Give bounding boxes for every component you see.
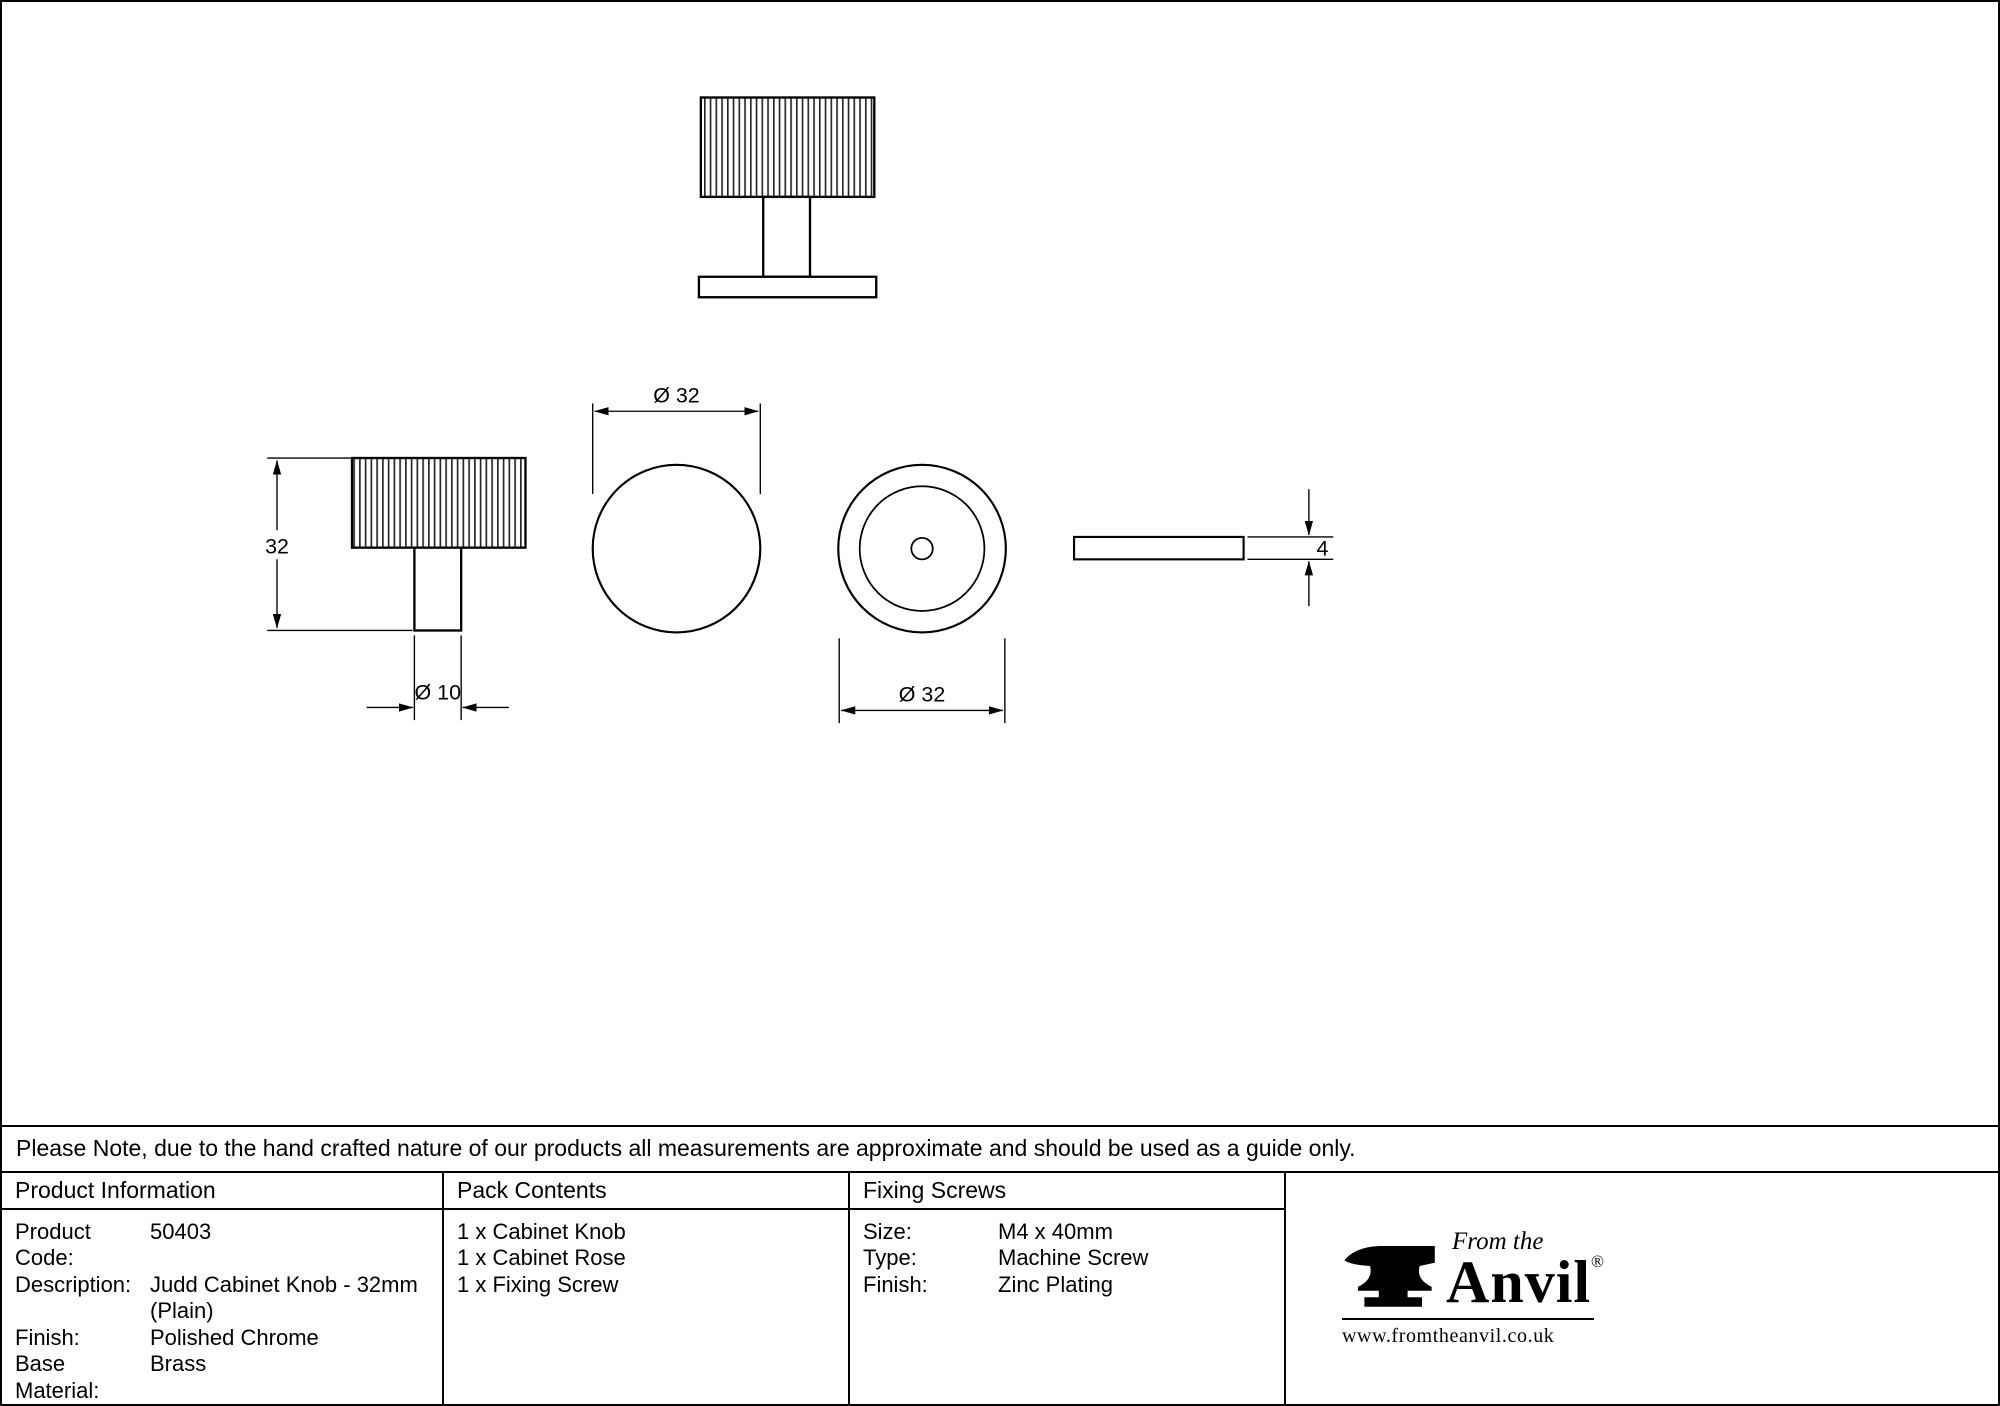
brand-website: www.fromtheanvil.co.uk [1342, 1324, 1555, 1347]
info-table: Product Information Pack Contents Fixing… [2, 1170, 1998, 1405]
pack-item: 1 x Cabinet Knob [457, 1218, 626, 1244]
fixing-screws-body: Size: M4 x 40mm Type: Machine Screw Fini… [850, 1209, 1286, 1404]
dim-label-backing [258, 530, 296, 560]
base-material-row: Base Material: Brass [15, 1351, 442, 1404]
rose-profile-rect [1072, 535, 1245, 561]
dim-front-diameter [592, 403, 761, 495]
screw-hole-circle [910, 537, 934, 561]
screw-size-value: M4 x 40mm [998, 1218, 1113, 1244]
technical-drawing-area: 32 Ø 10 Ø 32 [2, 2, 1998, 1125]
dim-label-side-height: 32 [265, 535, 289, 559]
finish-row: Finish: Polished Chrome [15, 1325, 442, 1352]
knob-head-side [350, 456, 527, 549]
finish-label: Finish: [15, 1324, 80, 1350]
knob-stem-front [762, 195, 812, 278]
product-code-row: Product Code: 50403 [15, 1219, 442, 1272]
technical-drawing: 32 Ø 10 Ø 32 [258, 96, 1334, 724]
product-information-header: Product Information [2, 1172, 444, 1210]
brand-logo: From the Anvil® [1342, 1227, 1604, 1312]
rose-back-view [837, 463, 1007, 634]
screw-type-label: Type: [863, 1245, 917, 1270]
dim-rose-thickness [1247, 489, 1334, 607]
rose-side-view [1072, 535, 1245, 561]
product-information-body: Product Code: 50403 Description: Judd Ca… [2, 1209, 444, 1404]
product-code-value: 50403 [150, 1218, 212, 1244]
knob-face-view [591, 463, 762, 634]
fixing-screws-header: Fixing Screws [850, 1172, 1286, 1210]
brand-name: Anvil [1446, 1248, 1592, 1315]
dim-label-back-diameter: Ø 32 [899, 683, 945, 707]
brand-wordmark: From the Anvil® [1446, 1227, 1604, 1312]
note-bar: Please Note, due to the hand crafted nat… [2, 1124, 1998, 1171]
screw-size-label: Size: [863, 1218, 912, 1244]
brand-tagline: From the [1452, 1227, 1544, 1255]
description-line2: (Plain) [150, 1298, 214, 1323]
description-line1: Judd Cabinet Knob - 32mm [150, 1271, 418, 1297]
pack-item: 1 x Fixing Screw [457, 1271, 619, 1297]
product-information-header-label: Product Information [15, 1176, 216, 1203]
base-material-label: Base Material: [15, 1351, 100, 1403]
pack-contents-header-label: Pack Contents [457, 1176, 607, 1203]
brand-logo-cell: From the Anvil® www.fromtheanvil.co.uk [1286, 1173, 1998, 1405]
finish-value: Polished Chrome [150, 1324, 319, 1350]
screw-finish-label: Finish: [863, 1271, 928, 1297]
rose-outer-circle [837, 463, 1007, 634]
dim-label-front-diameter: Ø 32 [653, 383, 699, 407]
knob-side-view [350, 456, 527, 632]
screw-finish-value: Zinc Plating [998, 1271, 1113, 1297]
dim-label-rose-thickness: 4 [1317, 536, 1329, 560]
screw-type-value: Machine Screw [998, 1245, 1149, 1270]
knob-stem-side [413, 546, 463, 632]
screw-finish-row: Finish: Zinc Plating [863, 1272, 1284, 1299]
note-text: Please Note, due to the hand crafted nat… [16, 1135, 1356, 1161]
description-row: Description: Judd Cabinet Knob - 32mm (P… [15, 1272, 442, 1325]
pack-contents-header: Pack Contents [444, 1172, 850, 1210]
brand-name-row: Anvil® [1446, 1251, 1604, 1312]
fixing-screws-header-label: Fixing Screws [863, 1176, 1007, 1203]
dim-stem-diameter [366, 635, 509, 721]
description-value: Judd Cabinet Knob - 32mm (Plain) [150, 1272, 442, 1325]
knob-rose-front [697, 275, 878, 299]
screw-size-row: Size: M4 x 40mm [863, 1219, 1284, 1246]
logo-divider [1342, 1317, 1594, 1320]
pack-item: 1 x Cabinet Rose [457, 1245, 626, 1270]
knob-face-circle [591, 463, 762, 634]
registered-mark: ® [1591, 1251, 1604, 1271]
pack-contents-body: 1 x Cabinet Knob 1 x Cabinet Rose 1 x Fi… [444, 1209, 850, 1404]
knob-front-view [697, 96, 878, 299]
base-material-value: Brass [150, 1351, 207, 1376]
dim-back-diameter [838, 638, 1006, 724]
anvil-icon [1344, 1245, 1435, 1307]
knob-head-front [699, 96, 876, 199]
product-code-label: Product Code: [15, 1218, 91, 1271]
rose-inner-circle [858, 485, 986, 612]
description-label: Description: [15, 1271, 132, 1297]
screw-type-row: Type: Machine Screw [863, 1245, 1284, 1272]
dim-label-stem-diameter: Ø 10 [415, 681, 462, 705]
